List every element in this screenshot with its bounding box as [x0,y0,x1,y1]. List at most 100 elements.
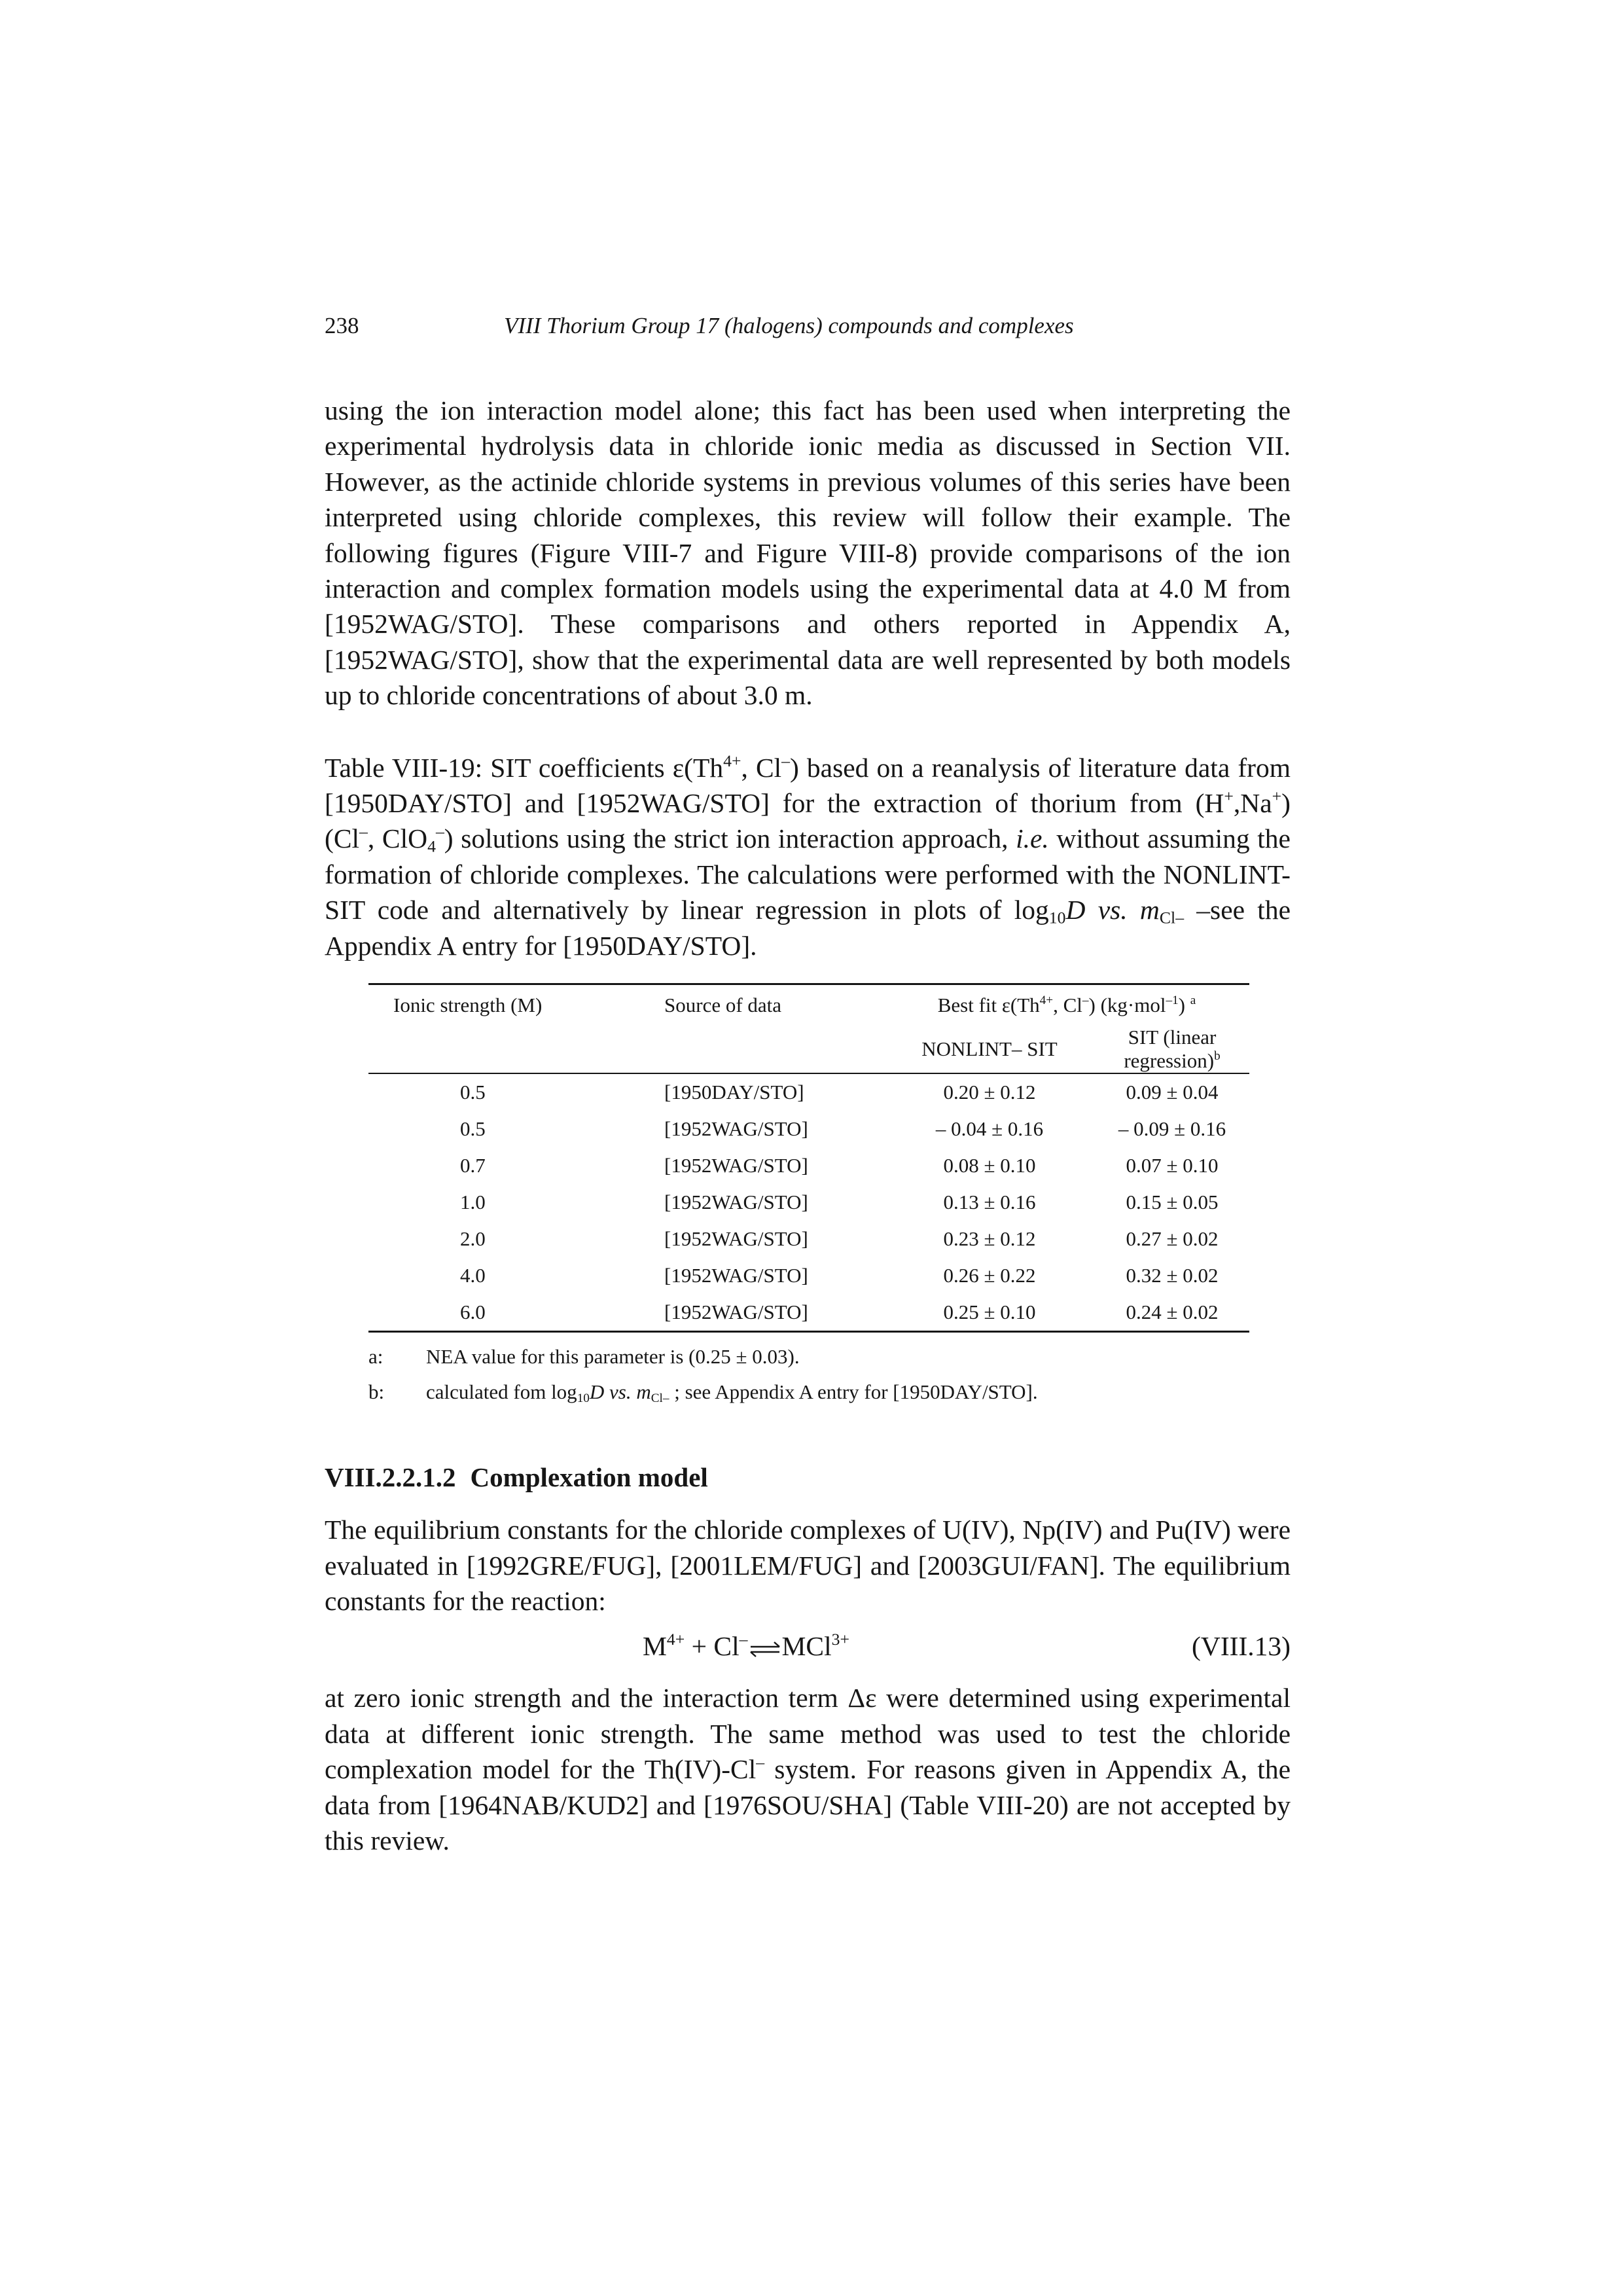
caption-text: ) solutions using the strict ion interac… [444,823,1016,854]
footnote-a: a: NEA value for this parameter is (0.25… [368,1339,1291,1374]
footnote-text: NEA value for this parameter is (0.25 ± … [426,1345,800,1369]
running-title: VIII Thorium Group 17 (halogens) compoun… [504,313,1074,338]
closing-superscript: – [756,1753,765,1772]
caption-text: without assuming the formation of chlori… [325,823,1291,925]
caption-italic: m [1139,895,1160,925]
cell-ionic-strength: 0.5 [460,1117,486,1141]
equation-superscript: 3+ [831,1630,850,1649]
equation-superscript: – [739,1630,748,1649]
col-sit-linear-text: SIT (linear regression) [1124,1026,1217,1073]
cell-nonlint-sit: 0.08 ± 0.10 [943,1154,1036,1177]
reaction-equation: M4+ + Cl– MCl3+ (VIII.13) [325,1625,1291,1671]
cell-ionic-strength: 2.0 [460,1227,486,1251]
footnote-key: b: [368,1380,385,1404]
empty-cell [368,1026,664,1075]
col-best-fit-sup: 4+ [1039,994,1054,1008]
caption-superscript: 4+ [723,751,741,770]
cell-sit-linear: 0.09 ± 0.04 [1126,1081,1219,1104]
equation-expression: M4+ + Cl– MCl3+ [643,1630,849,1662]
col-best-fit-sup: – [1082,994,1089,1008]
footnote-italic: vs. [604,1380,637,1404]
section-heading: VIII.2.2.1.2 Complexation model [325,1460,1291,1495]
cell-nonlint-sit: 0.23 ± 0.12 [943,1227,1036,1251]
closing-paragraph: at zero ionic strength and the interacti… [325,1680,1291,1858]
col-best-fit-text: Best fit ε(Th [937,994,1040,1017]
caption-subscript: 4 [427,836,436,856]
caption-text: , Cl [741,752,782,783]
caption-superscript: – [359,822,368,842]
sit-coefficients-table: Ionic strength (M) Source of data Best f… [368,983,1249,1333]
cell-nonlint-sit: 0.13 ± 0.16 [943,1191,1036,1214]
equation-text: + Cl [685,1631,740,1662]
col-source: Source of data [664,983,884,1026]
table-row: 0.5[1952WAG/STO]– 0.04 ± 0.16– 0.09 ± 0.… [368,1111,1249,1147]
table-footnotes: a: NEA value for this parameter is (0.25… [368,1339,1291,1410]
cell-sit-linear: 0.15 ± 0.05 [1126,1191,1219,1214]
caption-superscript: – [781,751,791,770]
caption-italic: i.e. [1016,823,1049,854]
complexation-paragraph: The equilibrium constants for the chlori… [325,1515,1291,1616]
page-body: using the ion interaction model alone; t… [325,393,1291,1858]
caption-subscript: Cl– [1159,908,1185,927]
footnote-b: b: calculated fom log10D vs. mCl– ; see … [368,1374,1291,1410]
col-best-fit-text: ) [1178,994,1185,1017]
equation-text: MCl [781,1631,832,1662]
footnote-text-part: calculated fom log [426,1380,577,1404]
footnote-text-part: ; see Appendix A entry for [1950DAY/STO]… [669,1380,1038,1404]
cell-sit-linear: – 0.09 ± 0.16 [1118,1117,1226,1141]
table-header-row: Ionic strength (M) Source of data Best f… [368,983,1249,1026]
col-sit-linear: SIT (linear regression)b [1095,1026,1249,1075]
caption-italic: vs. [1085,895,1140,925]
caption-text: –see the Appendix A entry for [1950DAY/S… [325,895,1291,961]
table-row: 0.5 [1950DAY/STO] 0.20 ± 0.12 0.09 ± 0.04 [368,1073,1249,1111]
col-best-fit-text: ) (kg·mol [1088,994,1166,1017]
section-number: VIII.2.2.1.2 [325,1462,456,1493]
caption-subscript: 10 [1048,908,1066,927]
equation-text: M [643,1631,667,1662]
caption-text: ) (Cl [325,788,1291,854]
footnote-italic: D [589,1380,605,1404]
cell-source: [1952WAG/STO] [664,1227,808,1251]
cell-nonlint-sit: 0.25 ± 0.10 [884,1294,1095,1333]
caption-superscript: + [1272,787,1282,806]
footnote-marker: b [1214,1049,1221,1064]
cell-nonlint-sit: 0.26 ± 0.22 [943,1264,1036,1287]
cell-source: [1950DAY/STO] [664,1081,804,1104]
col-best-fit: Best fit ε(Th4+, Cl–) (kg·mol–1) a [884,983,1249,1026]
cell-sit-linear: 0.07 ± 0.10 [1126,1154,1219,1177]
col-ionic-strength: Ionic strength (M) [368,983,664,1026]
col-best-fit-text: , Cl [1053,994,1082,1017]
footnote-marker: a [1190,994,1196,1008]
cell-nonlint-sit: 0.20 ± 0.12 [943,1081,1036,1104]
equation-superscript: 4+ [666,1630,685,1649]
cell-ionic-strength: 0.7 [460,1154,486,1177]
footnote-italic: m [636,1380,651,1404]
cell-source: [1952WAG/STO] [664,1264,808,1287]
footnote-subscript: 10 [577,1391,590,1405]
caption-superscript: + [1224,787,1234,806]
caption-italic: D [1065,895,1086,925]
footnote-key: a: [368,1345,383,1369]
cell-ionic-strength: 0.5 [460,1081,486,1104]
table-row: 0.7 [1952WAG/STO] 0.08 ± 0.10 0.07 ± 0.10 [368,1147,1249,1184]
cell-ionic-strength: 6.0 [368,1294,664,1333]
page-number: 238 [325,313,359,338]
cell-sit-linear: 0.32 ± 0.02 [1126,1264,1219,1287]
table-caption: Table VIII-19: SIT coefficients ε(Th4+, … [325,750,1291,963]
col-best-fit-sup: –1 [1166,994,1179,1008]
cell-source: [1952WAG/STO] [664,1294,884,1333]
equation-number: (VIII.13) [1192,1631,1291,1662]
closing-text: system. For reasons given in Appendix A,… [325,1754,1291,1856]
cell-source: [1952WAG/STO] [664,1154,808,1177]
cell-source: [1952WAG/STO] [664,1191,808,1214]
caption-text: ,Na [1233,788,1272,819]
footnote-text: calculated fom log10D vs. mCl– ; see App… [426,1380,1038,1405]
section-title: Complexation model [470,1462,708,1493]
col-nonlint-sit: NONLINT– SIT [884,1026,1095,1075]
